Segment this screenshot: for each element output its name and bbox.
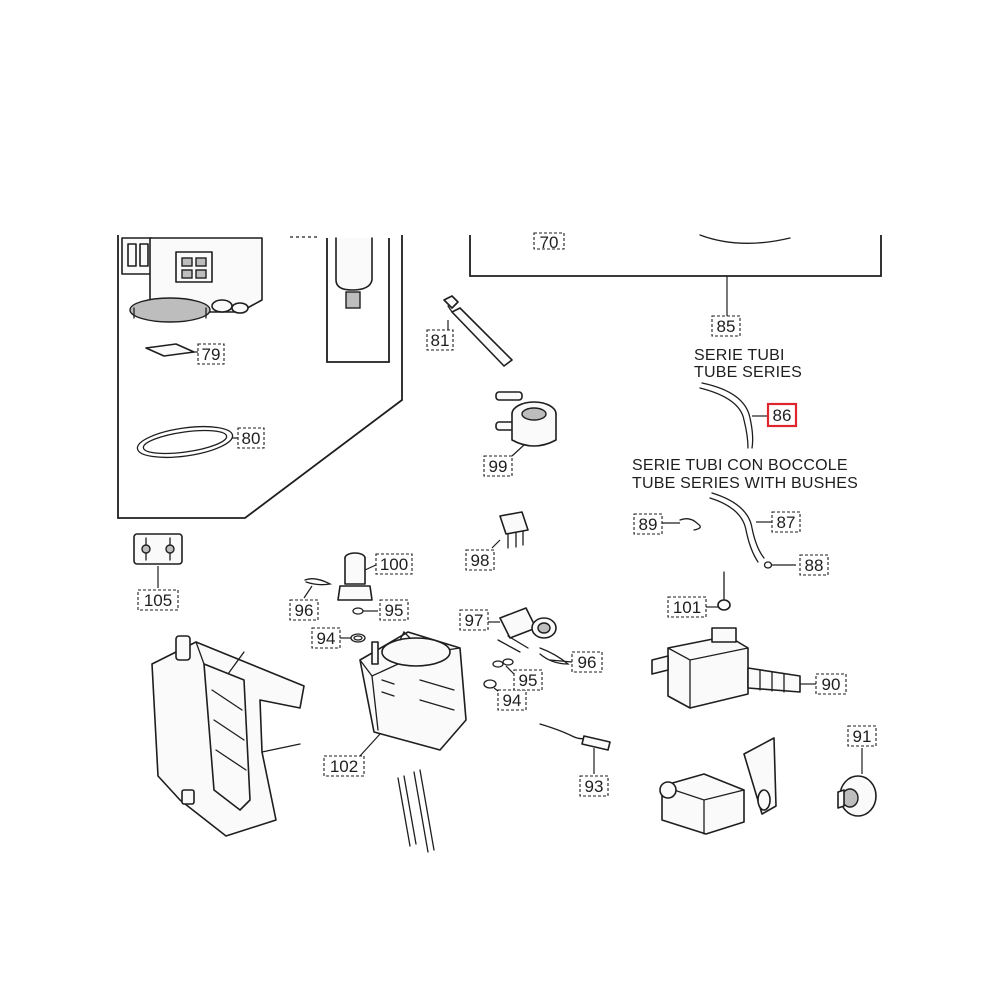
label-95a[interactable]: 95	[379, 599, 409, 621]
label-91[interactable]: 91	[847, 725, 877, 747]
svg-text:79: 79	[202, 345, 221, 364]
boiler-group-frame	[469, 234, 882, 277]
label-70[interactable]: 70	[533, 232, 565, 252]
part-86-tube	[699, 382, 768, 449]
caption-tube-series-en: TUBE SERIES	[694, 364, 802, 381]
caption-tube-series-it: SERIE TUBI	[694, 347, 785, 364]
caption-tube-series: SERIE TUBI TUBE SERIES	[694, 347, 802, 381]
label-99[interactable]: 99	[483, 455, 513, 477]
svg-text:91: 91	[853, 727, 872, 746]
svg-text:98: 98	[471, 551, 490, 570]
part-88-bush	[763, 561, 796, 569]
part-80-belt	[136, 425, 238, 459]
svg-text:96: 96	[578, 653, 597, 672]
label-87[interactable]: 87	[771, 511, 801, 533]
svg-text:87: 87	[777, 513, 796, 532]
part-101-sensor	[706, 571, 731, 611]
part-79-shape	[145, 343, 198, 357]
label-90[interactable]: 90	[815, 673, 847, 695]
label-97[interactable]: 97	[459, 609, 489, 631]
part-94a-ring	[339, 633, 366, 643]
part-98-switch	[491, 511, 529, 549]
part-99-valve	[495, 391, 557, 457]
label-98[interactable]: 98	[465, 549, 495, 571]
part-91-knob	[837, 748, 877, 817]
grinder-motor-assembly	[121, 237, 263, 323]
label-81[interactable]: 81	[426, 329, 454, 351]
svg-text:99: 99	[489, 457, 508, 476]
label-96b[interactable]: 96	[571, 651, 603, 673]
caption-tube-bushes: SERIE TUBI CON BOCCOLE TUBE SERIES WITH …	[632, 457, 858, 492]
svg-text:81: 81	[431, 331, 450, 350]
label-96a[interactable]: 96	[289, 599, 319, 621]
label-102[interactable]: 102	[323, 755, 365, 777]
part-100-valve	[337, 552, 379, 601]
svg-text:93: 93	[585, 777, 604, 796]
label-100[interactable]: 100	[375, 553, 413, 575]
part-105-block	[133, 533, 183, 588]
part-95a-washer	[352, 607, 378, 615]
part-81-rod	[443, 295, 513, 367]
svg-text:94: 94	[317, 629, 336, 648]
part-102-boiler	[359, 630, 467, 757]
part-90-pump	[651, 627, 816, 709]
label-93[interactable]: 93	[579, 775, 609, 797]
svg-text:101: 101	[673, 598, 701, 617]
part-97-valve	[488, 607, 557, 653]
part-96a-clip	[303, 578, 332, 599]
part-96b-clip	[539, 647, 573, 665]
label-94b[interactable]: 94	[497, 689, 527, 711]
label-94a[interactable]: 94	[311, 627, 341, 649]
part-87-tube	[709, 492, 772, 563]
label-95b[interactable]: 95	[513, 669, 543, 691]
svg-text:95: 95	[385, 601, 404, 620]
svg-text:88: 88	[805, 556, 824, 575]
svg-text:97: 97	[465, 611, 484, 630]
svg-text:96: 96	[295, 601, 314, 620]
label-88[interactable]: 88	[799, 554, 829, 576]
label-101[interactable]: 101	[667, 596, 707, 618]
label-79[interactable]: 79	[197, 343, 225, 365]
grinder-group-frame	[117, 235, 403, 519]
svg-text:90: 90	[822, 675, 841, 694]
svg-text:70: 70	[540, 233, 559, 252]
svg-text:86: 86	[773, 406, 792, 425]
part-93-probe	[539, 723, 611, 774]
svg-text:85: 85	[717, 317, 736, 336]
label-86-highlighted[interactable]: 86	[766, 402, 798, 428]
svg-text:80: 80	[242, 429, 261, 448]
svg-text:95: 95	[519, 671, 538, 690]
svg-text:100: 100	[380, 555, 408, 574]
part-89-clip	[662, 518, 701, 531]
svg-text:89: 89	[639, 515, 658, 534]
caption-tube-bushes-it: SERIE TUBI CON BOCCOLE	[632, 457, 848, 474]
label-105[interactable]: 105	[137, 589, 179, 611]
svg-text:105: 105	[144, 591, 172, 610]
svg-text:94: 94	[503, 691, 522, 710]
label-85[interactable]: 85	[711, 315, 741, 337]
label-89[interactable]: 89	[633, 513, 663, 535]
lower-bracket	[659, 737, 777, 835]
caption-tube-bushes-en: TUBE SERIES WITH BUSHES	[632, 475, 858, 492]
svg-text:102: 102	[330, 757, 358, 776]
inner-frame-column	[326, 237, 390, 363]
part-95b-washers	[492, 658, 517, 677]
lower-housing	[151, 635, 305, 837]
boiler-rods	[397, 769, 435, 853]
label-80[interactable]: 80	[237, 427, 265, 449]
